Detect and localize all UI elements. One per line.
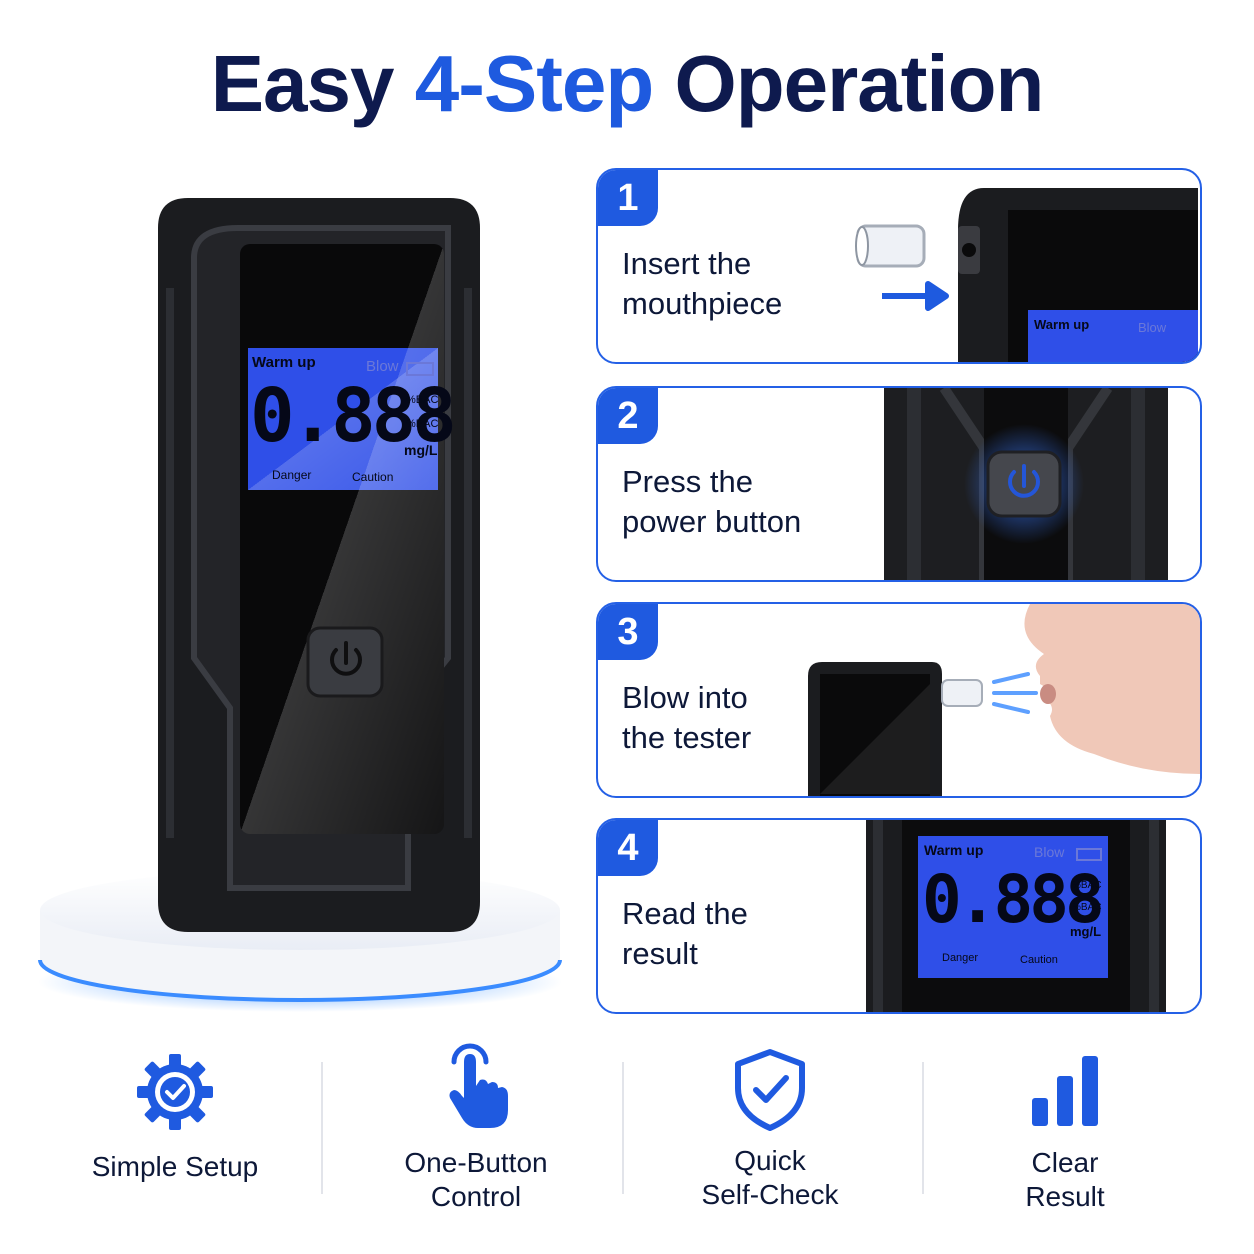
feature-divider — [321, 1062, 323, 1194]
feature-divider — [922, 1062, 924, 1194]
shield-check-icon — [735, 1049, 805, 1131]
lcd-caution-label: Caution — [352, 470, 394, 484]
feature-quick-self-check: Quick Self-Check — [650, 1048, 890, 1212]
step-text: Press the power button — [622, 462, 801, 542]
feature-label-line1: One-Button — [404, 1147, 548, 1178]
feature-label-line2: Result — [1025, 1181, 1105, 1212]
title-part-operation: Operation — [674, 39, 1045, 128]
step4-lcd-readout: Warm up Blow 0.888 %BAC %BAC mg/L Danger… — [918, 836, 1108, 978]
lcd-digits: 0.888 — [922, 861, 1105, 938]
feature-simple-setup: Simple Setup — [55, 1052, 295, 1184]
lcd-danger-label: Danger — [942, 952, 979, 964]
step-text: Insert the mouthpiece — [622, 244, 782, 324]
lcd-unit-bac-2: %BAC — [1072, 902, 1102, 913]
tap-hand-icon — [449, 1043, 508, 1128]
lcd-unit-bac-2: %BAC — [406, 418, 439, 430]
lcd-digits: 0.888 — [250, 373, 457, 459]
step-text-line1: Read the — [622, 896, 748, 931]
lcd-blow-label: Blow — [366, 358, 399, 375]
step-number-badge: 4 — [598, 820, 658, 876]
feature-divider — [622, 1062, 624, 1194]
feature-one-button-control: One-Button Control — [356, 1040, 596, 1214]
step-text-line2: mouthpiece — [622, 286, 783, 321]
step-number-badge: 2 — [598, 388, 658, 444]
lcd-unit-bac-1: %BAC — [1072, 880, 1102, 891]
lcd-battery-icon — [1076, 848, 1102, 861]
step-text-line1: Press the — [622, 464, 753, 499]
step-card-3: 3 Blow into the tester — [596, 602, 1202, 798]
step-text-line2: the tester — [622, 720, 752, 755]
breathalyzer-device — [158, 198, 480, 932]
mouthpiece-insert-illustration — [855, 188, 1198, 362]
step-card-1: 1 Insert the mouthpiece Warm up Blow — [596, 168, 1202, 364]
lcd-unit-mgl: mg/L — [404, 442, 438, 458]
step-text: Blow into the tester — [622, 678, 751, 758]
step-text: Read the result — [622, 894, 748, 974]
step-number-badge: 1 — [598, 170, 658, 226]
lcd-danger-label: Danger — [272, 468, 312, 482]
lcd-warm-up-label: Warm up — [924, 842, 984, 858]
read-result-illustration — [866, 820, 1166, 1012]
step-text-line1: Blow into — [622, 680, 748, 715]
step1-lcd-warm-up: Warm up — [1034, 317, 1090, 332]
gear-check-icon — [137, 1054, 213, 1130]
lcd-warm-up-label: Warm up — [252, 354, 316, 371]
step-card-2: 2 Press the power button — [596, 386, 1202, 582]
feature-label-line2: Self-Check — [701, 1179, 839, 1210]
step1-lcd-blow: Blow — [1138, 320, 1167, 335]
blow-into-tester-illustration — [808, 604, 1200, 796]
title-part-easy: Easy — [210, 39, 395, 128]
feature-clear-result: Clear Result — [945, 1054, 1185, 1214]
step-text-line1: Insert the — [622, 246, 752, 281]
feature-label-line1: Quick — [734, 1145, 806, 1176]
bar-chart-icon — [1032, 1056, 1098, 1126]
step-text-line2: result — [622, 936, 698, 971]
power-button-illustration — [884, 388, 1168, 580]
main-lcd-readout: Warm up Blow 0.888 %BAC %BAC mg/L Danger… — [248, 348, 457, 490]
step-text-line2: power button — [622, 504, 802, 539]
step-card-4: 4 Read the result Warm up Blow 0.888 %BA… — [596, 818, 1202, 1014]
lcd-unit-mgl: mg/L — [1070, 924, 1102, 939]
title-part-steps: 4-Step — [414, 39, 654, 128]
feature-label-line1: Clear — [1031, 1147, 1099, 1178]
lcd-blow-label: Blow — [1034, 844, 1065, 860]
lcd-caution-label: Caution — [1020, 954, 1058, 966]
feature-label-line1: Simple Setup — [91, 1151, 259, 1182]
step-number-badge: 3 — [598, 604, 658, 660]
lcd-battery-icon — [406, 362, 434, 376]
feature-label-line2: Control — [430, 1181, 522, 1212]
page-title: Easy 4-Step Operation — [0, 38, 1254, 130]
lcd-unit-bac-1: %BAC — [406, 394, 439, 406]
